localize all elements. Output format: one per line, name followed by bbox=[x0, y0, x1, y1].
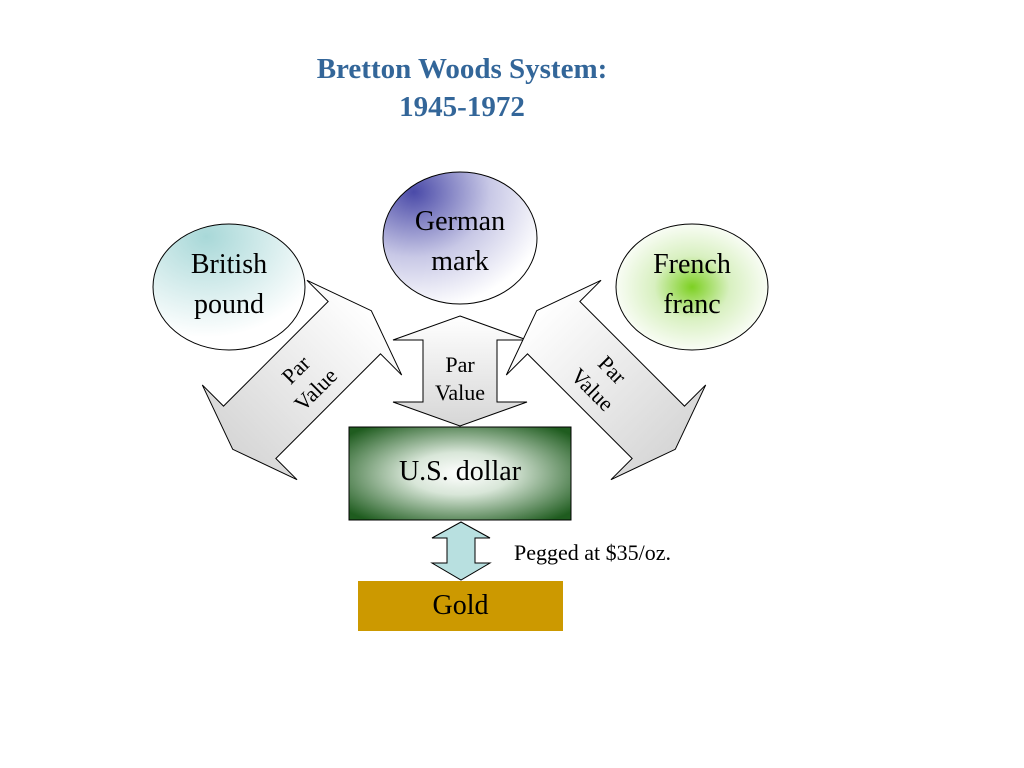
british-pound-circle bbox=[152, 223, 306, 351]
german-mark-circle bbox=[382, 171, 538, 305]
par-value-arrow-right bbox=[505, 279, 707, 481]
german-mark-label: German mark bbox=[390, 202, 530, 282]
us-dollar-label: U.S. dollar bbox=[398, 456, 522, 487]
french-franc-label-line-1: French bbox=[653, 249, 731, 280]
gold-box bbox=[358, 581, 563, 631]
british-pound-label-line-1: British bbox=[190, 249, 268, 280]
title-line-2: 1945-1972 bbox=[399, 91, 525, 123]
page-title: Bretton Woods System: 1945-1972 bbox=[212, 50, 712, 126]
british-pound-label-line-2: pound bbox=[194, 289, 264, 320]
par-value-label-center-line-2: Value bbox=[434, 380, 486, 405]
par-value-arrow-left bbox=[201, 279, 403, 481]
peg-note: Pegged at $35/oz. bbox=[514, 540, 672, 565]
title-line-1: Bretton Woods System: bbox=[316, 53, 608, 85]
french-franc-circle bbox=[615, 223, 769, 351]
german-mark-label-line-1: German bbox=[414, 206, 506, 237]
par-value-label-center-line-1: Par bbox=[445, 352, 475, 377]
gold-peg-arrow bbox=[430, 521, 492, 581]
par-value-arrow-center bbox=[392, 315, 528, 427]
german-mark-label-line-2: mark bbox=[431, 246, 489, 277]
british-pound-label: British pound bbox=[159, 245, 299, 325]
gold-label: Gold bbox=[432, 590, 489, 621]
french-franc-label: French franc bbox=[622, 245, 762, 325]
us-dollar-box bbox=[348, 426, 572, 521]
par-value-label-center: Par Value bbox=[420, 351, 500, 407]
french-franc-label-line-2: franc bbox=[663, 289, 721, 320]
